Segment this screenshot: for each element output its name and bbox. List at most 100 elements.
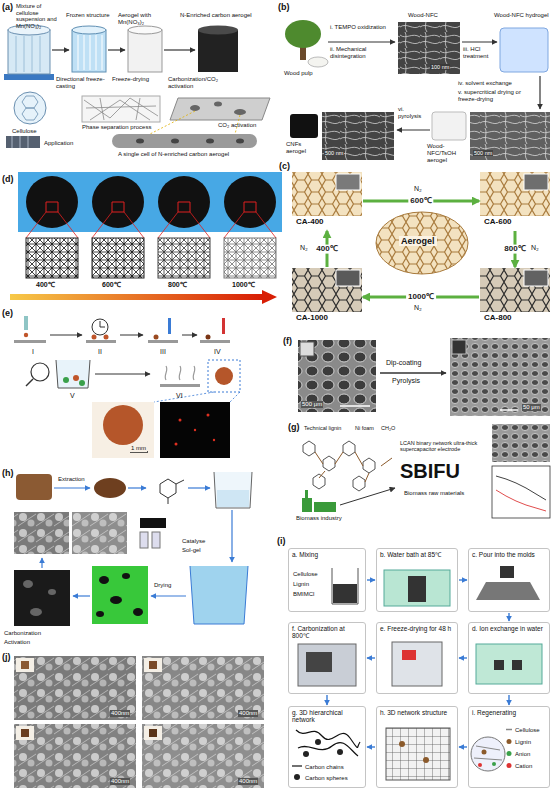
scale-label: 100 nm — [430, 64, 450, 70]
legend-line — [292, 765, 302, 766]
cell-structure — [376, 212, 468, 274]
pore — [23, 580, 33, 588]
pore — [133, 608, 143, 616]
step-label: v. supercritical drying or freeze-drying — [458, 89, 536, 103]
carbon-aerogel-stage: CA-600 — [480, 172, 550, 230]
dot — [179, 419, 182, 422]
sem-image — [14, 512, 69, 554]
panel-g-illustration — [302, 424, 550, 518]
scale-label: 500 μm — [301, 401, 323, 408]
carbon-cylinder — [198, 30, 238, 72]
cold-plate — [4, 74, 54, 80]
aerogel-top — [128, 26, 162, 34]
edge-label: 800℃ — [502, 245, 527, 254]
panel-letter: (d) — [2, 174, 14, 184]
step-number: I — [32, 348, 34, 356]
pore — [99, 576, 109, 584]
process-arrow — [95, 374, 150, 375]
atmosphere-label: N₂ — [414, 304, 422, 312]
inset-photo — [144, 658, 162, 672]
bead — [154, 335, 159, 340]
cell-structure — [480, 268, 550, 312]
lignin-sphere — [399, 741, 405, 747]
sample-name: CA-800 — [484, 313, 512, 322]
lattice-cube — [158, 238, 210, 278]
temperature-bar — [10, 294, 262, 300]
thermometer — [168, 318, 171, 334]
aerogel-stage: Aerogel — [376, 212, 468, 274]
process-arrow — [231, 510, 232, 562]
process-arrow — [54, 487, 90, 488]
annotation: Application — [44, 140, 73, 147]
panel-c-illustration — [292, 172, 550, 312]
annotation: Biomass industry — [296, 515, 342, 522]
connector-arrow — [367, 657, 375, 658]
sem-inset — [336, 270, 360, 286]
beaker — [332, 568, 358, 604]
sem-image — [14, 656, 136, 720]
plate — [200, 340, 230, 343]
zoom-box — [208, 360, 240, 392]
cation-dot — [478, 763, 482, 767]
chimney — [305, 490, 308, 498]
anion-dot — [492, 762, 496, 766]
foam-cube — [300, 342, 314, 356]
carbon-sphere — [315, 739, 321, 745]
beaker — [56, 360, 90, 388]
cell-hexagons — [22, 96, 38, 120]
legend-dot — [294, 774, 300, 780]
cellulose-cell — [14, 92, 46, 124]
annotation: Wood-NFC — [408, 12, 438, 19]
annotation: N-Enriched carbon aerogel — [180, 12, 252, 19]
step-caption: d. Ion exchange in water — [472, 625, 546, 632]
step-number: III — [160, 348, 166, 356]
dropper — [24, 316, 28, 330]
fiber-network — [82, 96, 160, 122]
furnace-door — [306, 652, 332, 672]
sem-image — [14, 724, 136, 788]
process-step: d. Ion exchange in water — [468, 622, 550, 694]
sphere-photo — [92, 402, 154, 458]
magnifier-handle — [26, 379, 33, 386]
cellulose-chain — [474, 746, 502, 760]
process-step: e. Freeze-drying for 48 h — [376, 622, 458, 694]
sample-name: CA-1000 — [296, 313, 328, 322]
process-arrow — [52, 49, 69, 50]
step-number: VI — [176, 392, 183, 400]
step-label: Activation — [4, 639, 30, 646]
process-arrow — [108, 49, 125, 50]
process-arrow — [182, 335, 197, 336]
process-arrow — [397, 129, 430, 130]
process-arrow — [340, 488, 395, 505]
cell-structure — [292, 268, 362, 312]
lignin-dot — [482, 750, 487, 755]
lattice-cube — [224, 238, 276, 278]
pore — [122, 573, 130, 579]
plate — [148, 340, 178, 343]
crosslinks — [315, 452, 392, 482]
sample-name: CA-600 — [484, 217, 512, 226]
freeze-dryer — [392, 642, 442, 686]
sample — [149, 729, 157, 737]
plate — [14, 340, 46, 343]
step-caption: a. Mixing — [292, 551, 362, 558]
dot — [213, 439, 215, 441]
bead — [79, 380, 85, 386]
vial — [140, 532, 148, 548]
fluorescence-image — [160, 402, 230, 458]
carbon-cube — [14, 570, 70, 626]
step-label: Catalyse — [182, 538, 205, 545]
process-step: g. 3D hierarchical networkCarbon chainsC… — [288, 706, 366, 788]
legend-label: Lignin — [515, 739, 531, 746]
step-label: vi. pyrolysis — [398, 106, 428, 120]
water-tank — [476, 644, 542, 684]
process-arrow — [151, 595, 186, 596]
capacitance-chart — [492, 466, 550, 518]
step-label: Pyrolysis — [392, 377, 420, 385]
chart-line — [496, 490, 546, 511]
step-label: Carbonization/CO₂ activation — [168, 76, 230, 90]
connector-arrow — [459, 579, 467, 580]
process-arrow — [328, 41, 395, 42]
panel-a-illustration — [4, 25, 270, 148]
